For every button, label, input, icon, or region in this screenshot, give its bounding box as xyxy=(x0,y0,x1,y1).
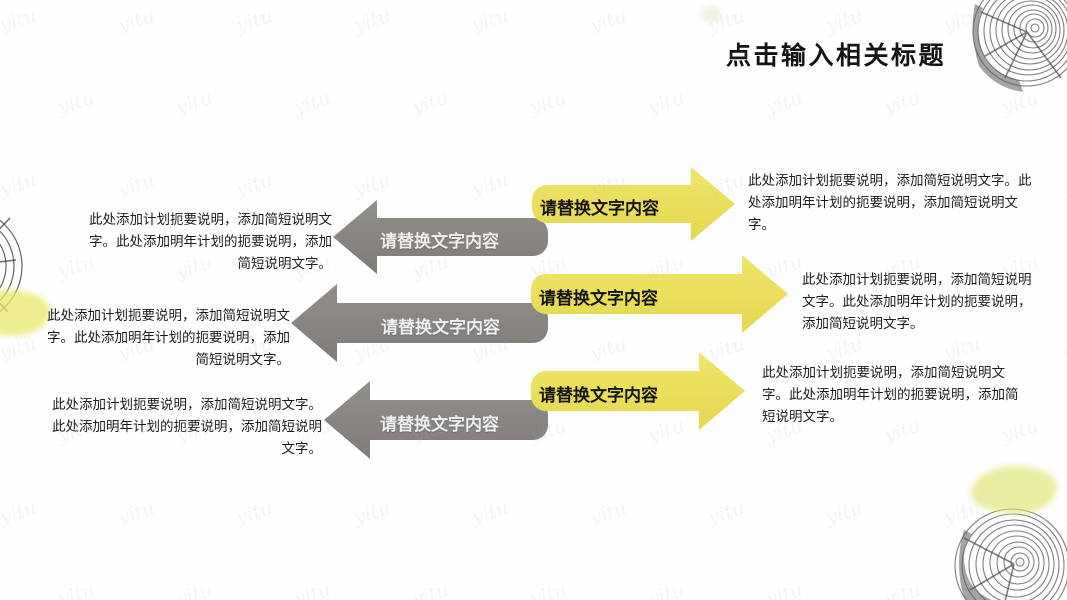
watercolor-wash-top xyxy=(700,6,722,22)
watermark-text: yitu xyxy=(173,578,216,600)
watermark-text: yitu xyxy=(941,4,984,38)
watermark-text: yitu xyxy=(823,496,866,530)
watermark-text: yitu xyxy=(999,86,1042,120)
yellow-arrow-3[interactable]: 请替换文字内容 xyxy=(531,348,745,434)
tree-ring-bottom-right-icon xyxy=(954,508,1067,600)
left-description-2: 此处添加计划扼要说明，添加简短说明文字。此处添加明年计划的扼要说明，添加简短说明… xyxy=(47,308,290,368)
watermark-text: yitu xyxy=(469,496,512,530)
watermark-text: yitu xyxy=(55,86,98,120)
watermark-text: yitu xyxy=(823,4,866,38)
watermark-text: yitu xyxy=(291,86,334,120)
right-description-1: 此处添加计划扼要说明，添加简短说明文字。此处添加明年计划的扼要说明，添加简短说明… xyxy=(748,173,1032,233)
watermark-text: yitu xyxy=(291,578,334,600)
watermark-text: yitu xyxy=(409,86,452,120)
watermark-text: yitu xyxy=(1059,332,1067,366)
watermark-text: yitu xyxy=(173,86,216,120)
gray-arrow-2[interactable]: 请替换文字内容 xyxy=(291,280,548,366)
watermark-text: yitu xyxy=(351,496,394,530)
yellow-arrow-1[interactable]: 请替换文字内容 xyxy=(532,163,735,245)
yellow-arrow-1-label: 请替换文字内容 xyxy=(540,199,659,219)
watermark-text: yitu xyxy=(527,86,570,120)
watermark-text: yitu xyxy=(1059,168,1067,202)
gray-arrow-3[interactable]: 请替换文字内容 xyxy=(324,377,548,463)
watermark-text: yitu xyxy=(881,578,924,600)
watermark-text: yitu xyxy=(0,4,40,38)
watermark-text: yitu xyxy=(705,496,748,530)
watermark-text: yitu xyxy=(587,496,630,530)
watermark-text: yitu xyxy=(351,4,394,38)
watermark-text: yitu xyxy=(1059,496,1067,530)
tree-ring-top-right-icon xyxy=(972,0,1067,92)
watermark-text: yitu xyxy=(469,4,512,38)
watermark-text: yitu xyxy=(999,578,1042,600)
watermark-text: yitu xyxy=(645,86,688,120)
watermark-text: yitu xyxy=(645,578,688,600)
watermark-text: yitu xyxy=(1059,4,1067,38)
watermark-text: yitu xyxy=(705,4,748,38)
watermark-text: yitu xyxy=(587,4,630,38)
yellow-arrow-3-label: 请替换文字内容 xyxy=(539,386,658,406)
watermark-text: yitu xyxy=(941,332,984,366)
watermark-text: yitu xyxy=(115,168,158,202)
gray-arrow-1-label: 请替换文字内容 xyxy=(380,232,499,252)
gray-arrow-2-label: 请替换文字内容 xyxy=(381,318,500,338)
watermark-text: yitu xyxy=(941,496,984,530)
watermark-text: yitu xyxy=(233,496,276,530)
watermark-text: yitu xyxy=(0,168,40,202)
watermark-text: yitu xyxy=(115,4,158,38)
watermark-text: yitu xyxy=(409,578,452,600)
watermark-text: yitu xyxy=(55,578,98,600)
watermark-text: yitu xyxy=(823,332,866,366)
right-description-3: 此处添加计划扼要说明，添加简短说明文字。此处添加明年计划的扼要说明，添加简短说明… xyxy=(762,365,1019,425)
gray-arrow-3-label: 请替换文字内容 xyxy=(380,415,499,435)
watermark-text: yitu xyxy=(527,578,570,600)
gray-arrow-1[interactable]: 请替换文字内容 xyxy=(333,196,548,278)
watermark-text: yitu xyxy=(763,86,806,120)
left-description-1: 此处添加计划扼要说明，添加简短说明文字。此处添加明年计划的扼要说明，添加简短说明… xyxy=(89,212,332,272)
page-title: 点击输入相关标题 xyxy=(726,41,947,70)
watermark-text: yitu xyxy=(233,4,276,38)
yellow-arrow-2[interactable]: 请替换文字内容 xyxy=(531,251,788,337)
watermark-text: yitu xyxy=(763,578,806,600)
watermark-text: yitu xyxy=(233,168,276,202)
watermark-text: yitu xyxy=(0,332,40,366)
yellow-arrow-2-label: 请替换文字内容 xyxy=(539,289,658,309)
watermark-text: yitu xyxy=(881,86,924,120)
watercolor-wash-bottom-right xyxy=(971,466,1057,514)
left-description-3: 此处添加计划扼要说明，添加简短说明文字。此处添加明年计划的扼要说明，添加简短说明… xyxy=(52,397,322,457)
watermark-text: yitu xyxy=(0,496,40,530)
watermark-text: yitu xyxy=(115,496,158,530)
right-description-2: 此处添加计划扼要说明，添加简短说明文字。此处添加明年计划的扼要说明，添加简短说明… xyxy=(802,272,1032,332)
